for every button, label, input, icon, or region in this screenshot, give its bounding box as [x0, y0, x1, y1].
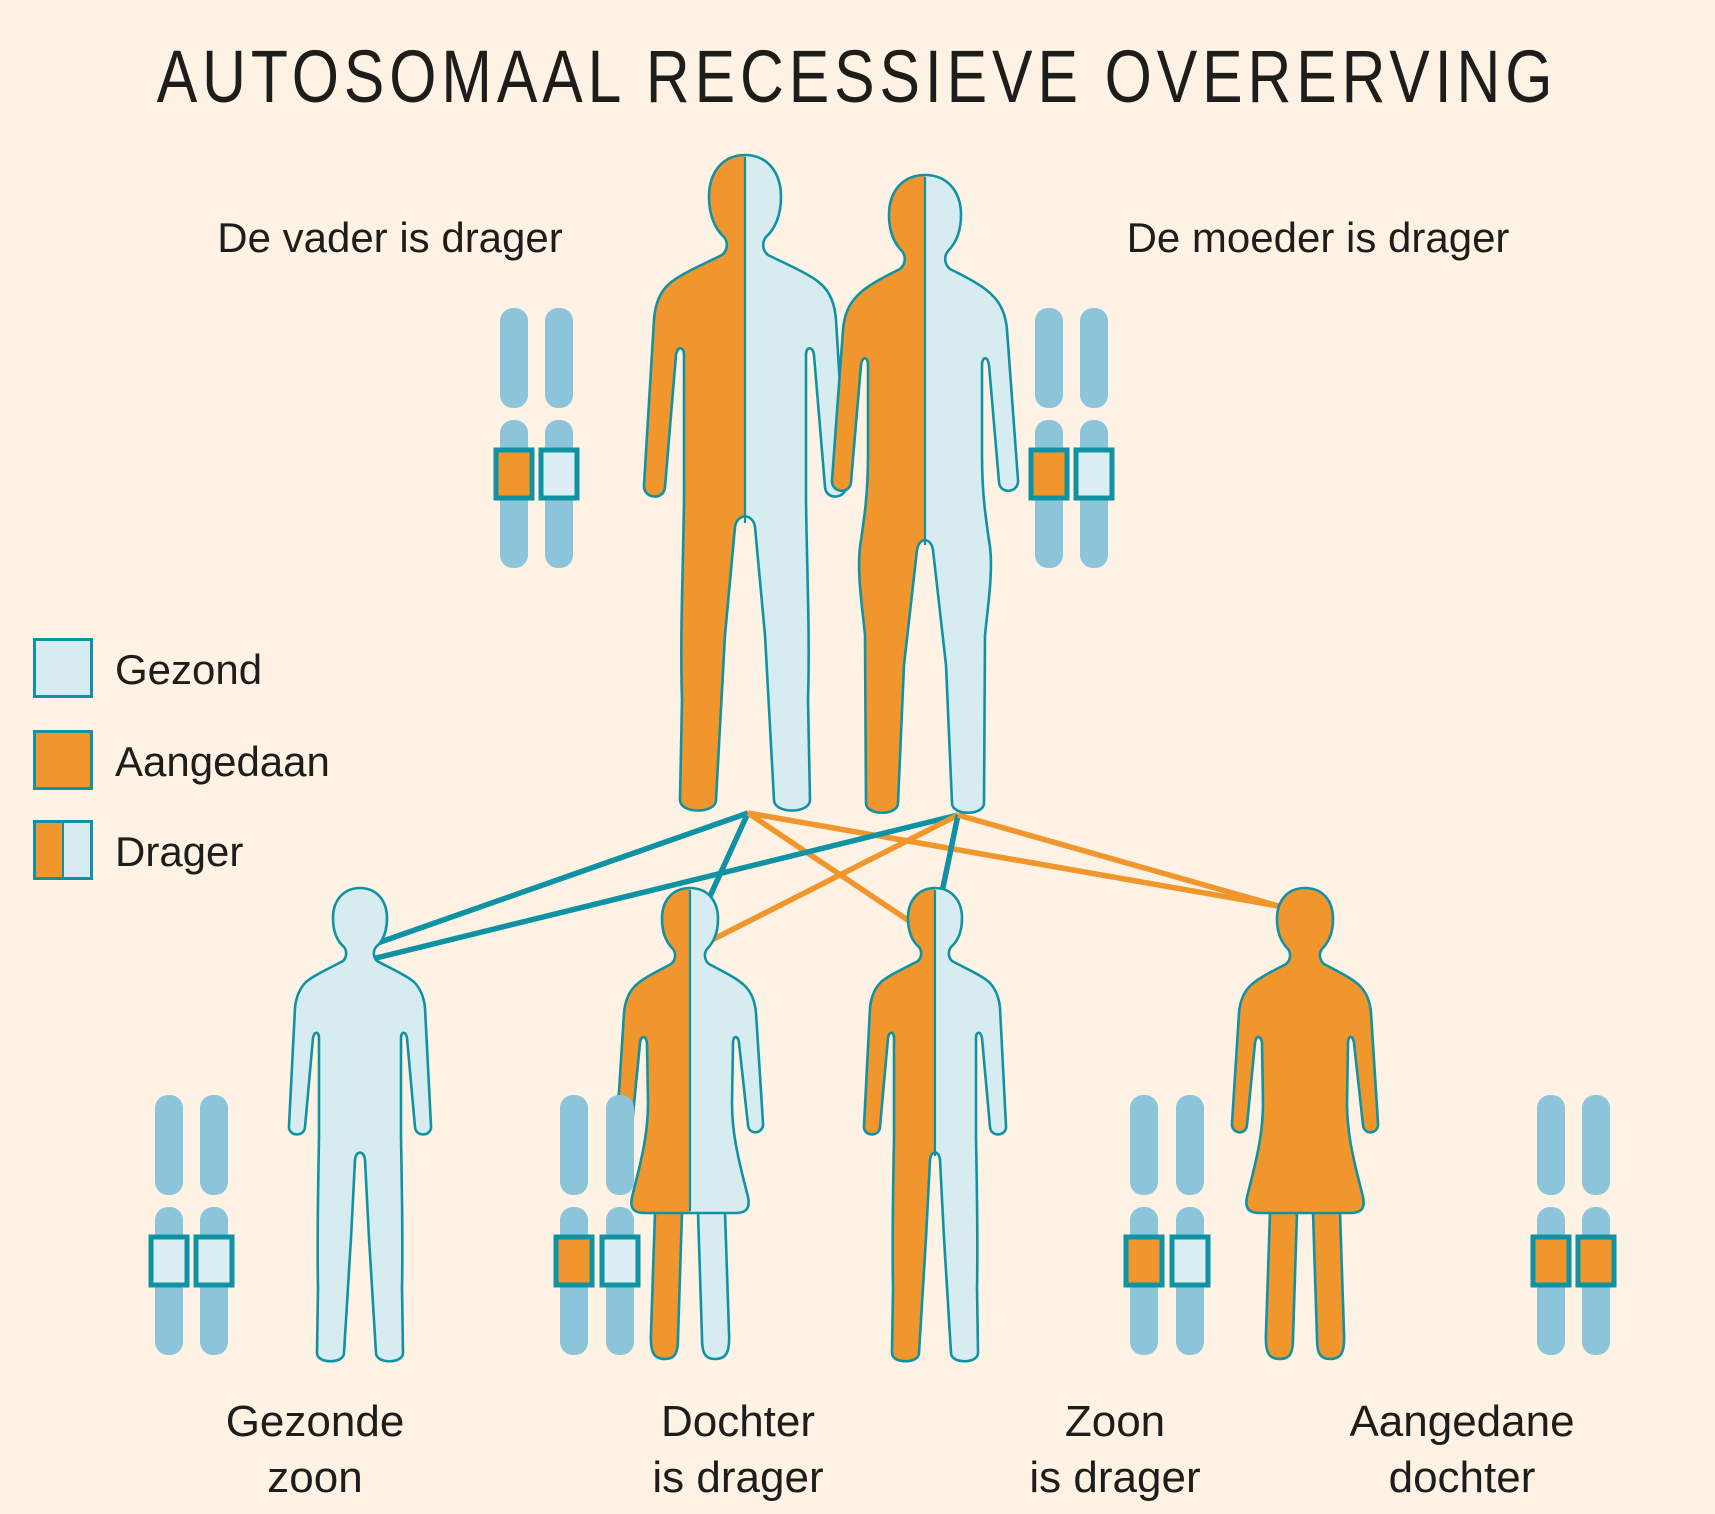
child-3-figure — [862, 886, 1008, 1363]
caption-line: dochter — [1388, 1453, 1536, 1502]
chromosome — [553, 1095, 595, 1355]
chromosome — [193, 1095, 235, 1355]
child-3-chromosome-pair — [1123, 1095, 1211, 1355]
line-mother-child4 — [957, 812, 1311, 918]
chromosome — [148, 1095, 190, 1355]
legend-label-affected: Aangedaan — [115, 738, 330, 785]
page-title: AUTOSOMAAL RECESSIEVE OVERERVING — [157, 35, 1558, 118]
child-4-caption: Aangedane dochter — [1349, 1394, 1574, 1506]
child-2-caption: Dochter is drager — [652, 1394, 823, 1506]
mother-figure — [830, 173, 1020, 815]
caption-line: is drager — [1029, 1453, 1201, 1502]
line-mother-child1 — [367, 812, 959, 963]
caption-line: is drager — [652, 1453, 824, 1502]
mother-caption: De moeder is drager — [1126, 214, 1510, 261]
father-chromosome-pair — [493, 308, 580, 568]
child-4-chromosome-pair — [1530, 1095, 1617, 1355]
caption-line: Gezonde — [225, 1397, 405, 1446]
inheritance-lines — [351, 810, 1311, 963]
child-1-figure — [287, 886, 433, 1363]
child-3-caption: Zoon is drager — [1029, 1394, 1200, 1506]
caption-line: Dochter — [660, 1397, 816, 1446]
line-father-child1 — [351, 810, 749, 955]
line-father-child4 — [747, 810, 1291, 911]
caption-line: Zoon — [1064, 1397, 1166, 1446]
mother-chromosome-pair — [1028, 308, 1115, 568]
legend-label-healthy: Gezond — [115, 646, 263, 693]
legend-swatch-healthy — [33, 638, 93, 698]
child-2-chromosome-pair — [553, 1095, 641, 1355]
legend-swatch-affected — [33, 730, 93, 790]
chromosome — [1123, 1095, 1165, 1355]
chromosome — [1073, 308, 1115, 568]
child-2-figure — [615, 886, 765, 1361]
chromosome — [493, 308, 535, 568]
child-1-caption: Gezonde zoon — [226, 1394, 405, 1506]
caption-line: Aangedane — [1349, 1397, 1575, 1446]
legend-swatch-carrier — [33, 820, 93, 880]
chromosome — [538, 308, 580, 568]
line-mother-child2 — [698, 812, 960, 949]
chromosome — [1169, 1095, 1211, 1355]
chromosome — [1028, 308, 1070, 568]
legend-label-carrier: Drager — [115, 828, 244, 875]
caption-line: zoon — [267, 1453, 363, 1502]
child-4-figure — [1230, 886, 1380, 1361]
chromosome — [1575, 1095, 1617, 1355]
chromosome — [1530, 1095, 1572, 1355]
child-1-chromosome-pair — [148, 1095, 235, 1355]
father-figure — [642, 153, 848, 812]
chromosome — [599, 1095, 641, 1355]
father-caption: De vader is drager — [217, 214, 563, 261]
